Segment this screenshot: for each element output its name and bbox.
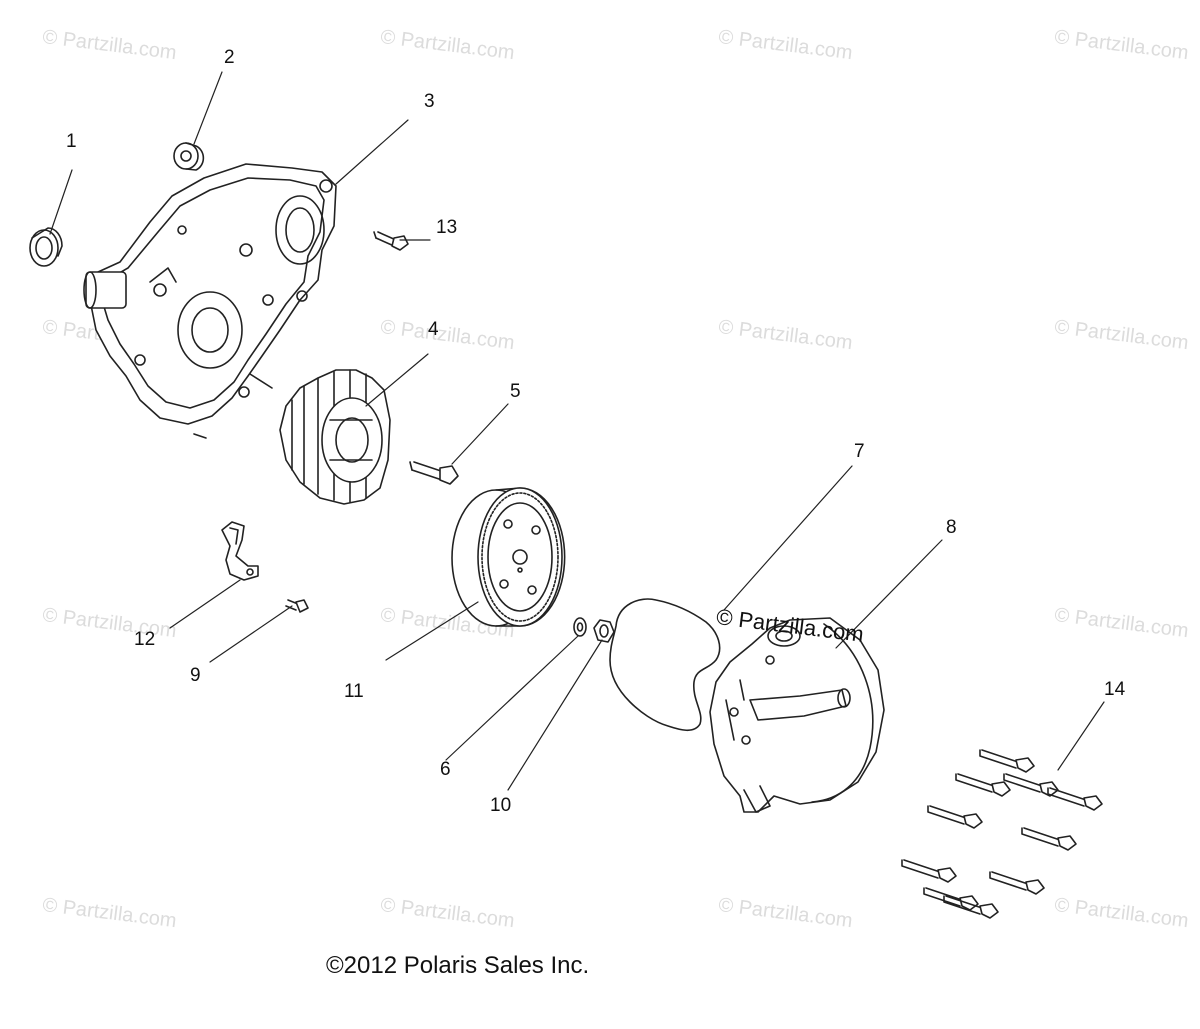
copyright-notice: ©2012 Polaris Sales Inc. [326, 952, 590, 979]
part-5-bolt [409, 461, 459, 485]
callout-5: 5 [510, 381, 521, 402]
callout-1: 1 [66, 131, 77, 152]
part-11-flywheel [451, 487, 566, 627]
callout-4: 4 [428, 319, 439, 340]
leader-lines [49, 71, 1105, 791]
callout-12: 12 [134, 629, 156, 650]
part-10-nut [593, 619, 615, 643]
part-4-stator [279, 369, 391, 505]
part-3-crankcase-cover [83, 163, 337, 439]
callout-10: 10 [490, 795, 512, 816]
part-14-bolt-set [901, 749, 1103, 919]
callout-8: 8 [946, 517, 957, 538]
part-8-cover [709, 617, 885, 813]
callout-9: 9 [190, 665, 201, 686]
part-6-washer [573, 617, 587, 637]
part-1-seal [29, 227, 63, 267]
callout-3: 3 [424, 91, 435, 112]
part-2-bearing [173, 142, 205, 171]
part-12-bracket [221, 521, 259, 581]
callout-7: 7 [854, 441, 865, 462]
callout-6: 6 [440, 759, 451, 780]
callout-11: 11 [344, 681, 364, 702]
part-7-gasket [609, 598, 721, 732]
part-9-bolt [285, 599, 309, 613]
callout-13: 13 [436, 217, 458, 238]
callout-2: 2 [224, 47, 235, 68]
callout-14: 14 [1104, 679, 1126, 700]
part-13-bolt [373, 231, 409, 251]
